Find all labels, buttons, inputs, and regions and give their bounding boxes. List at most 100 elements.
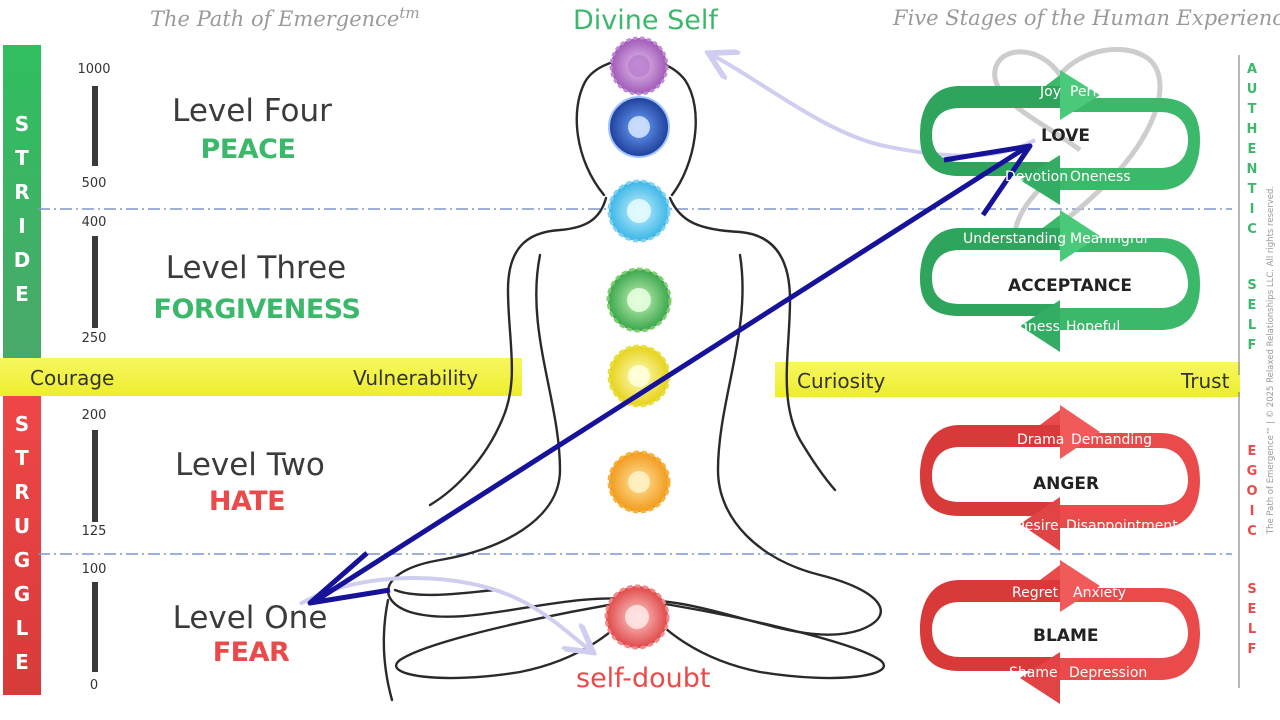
- authentic-letter: I: [1249, 202, 1255, 217]
- authentic-self-letters: S E L F: [1244, 276, 1260, 356]
- transformation-arrow: [317, 147, 1025, 601]
- anger-bottom-left-text: Desire: [1014, 518, 1059, 534]
- struggle-letter: U: [13, 514, 31, 538]
- love-top-left-text: Joy: [1040, 84, 1061, 100]
- blame-top-left-text: Regret: [1012, 585, 1059, 601]
- cycle-acceptance-shape: [920, 210, 1200, 352]
- scale-bar-level-two: [92, 430, 98, 522]
- trademark-mark: tm: [399, 4, 420, 22]
- yellow-bar-right: [775, 362, 1240, 397]
- self-doubt-label: self-doubt: [576, 663, 711, 694]
- egoic-letters: E G O I C: [1244, 442, 1260, 542]
- egoic-self-letters: S E L F: [1244, 580, 1260, 660]
- stride-letter: D: [13, 248, 31, 272]
- anger-bottom-right-text: Disappointment: [1066, 518, 1178, 534]
- struggle-letters: S T R U G G L E: [3, 412, 41, 684]
- level-three-name: Level Three: [165, 250, 347, 286]
- scale-top-level-one: 100: [81, 562, 107, 577]
- anger-top-right-text: Demanding: [1071, 432, 1153, 448]
- authentic-letter: E: [1247, 142, 1257, 157]
- acceptance-bottom-left-text: Willingness: [981, 319, 1060, 335]
- egoic-self-letter: E: [1247, 602, 1257, 617]
- blame-top-right-text: Anxiety: [1073, 585, 1127, 601]
- stride-letter: I: [18, 214, 26, 238]
- transformation-arrow-head-down: [307, 551, 391, 606]
- level-three-word: FORGIVENESS: [153, 294, 361, 325]
- acceptance-center-text: ACCEPTANCE: [1008, 276, 1132, 296]
- struggle-letter: T: [15, 446, 29, 470]
- heart-chakra-icon: [606, 267, 672, 333]
- scale-top-level-four: 1000: [77, 62, 111, 77]
- love-bottom-right-text: Oneness: [1070, 169, 1131, 185]
- stride-letter: T: [15, 146, 29, 170]
- scale-bar-level-four: [92, 86, 98, 166]
- blame-bottom-right-text: Depression: [1069, 665, 1148, 681]
- level-two-word: HATE: [208, 486, 286, 517]
- authentic-self-letter: S: [1247, 278, 1257, 293]
- egoic-letter: I: [1249, 504, 1255, 519]
- copyright-text: The Path of Emergence™ | © 2025 Relaxed …: [1266, 185, 1276, 535]
- throat-chakra-icon: [607, 179, 671, 243]
- right-header-title: Five Stages of the Human Experience: [893, 6, 1280, 30]
- divine-self-label: Divine Self: [573, 5, 718, 36]
- scale-bottom-level-two: 125: [81, 524, 107, 539]
- authentic-letter: T: [1247, 182, 1257, 197]
- authentic-letter: N: [1246, 162, 1258, 177]
- egoic-self-letter: L: [1247, 622, 1257, 637]
- blame-center-text: BLAME: [1033, 626, 1099, 646]
- stride-letter: R: [14, 180, 30, 204]
- stride-letter: S: [14, 112, 30, 136]
- level-four-word: PEACE: [200, 134, 296, 165]
- acceptance-top-right-text: Meaningful: [1070, 231, 1148, 247]
- scale-bottom-level-four: 500: [81, 176, 107, 191]
- struggle-letter: S: [14, 412, 30, 436]
- authentic-letter: A: [1246, 62, 1258, 77]
- struggle-letter: E: [15, 650, 29, 674]
- authentic-self-letter: L: [1247, 318, 1257, 333]
- anger-center-text: ANGER: [1033, 474, 1100, 494]
- scale-top-level-two: 200: [81, 408, 107, 423]
- scale-bottom-level-three: 250: [81, 331, 107, 346]
- authentic-letter: T: [1247, 102, 1257, 117]
- stride-letter: E: [15, 282, 29, 306]
- egoic-self-letter: S: [1247, 582, 1257, 597]
- courage-label: Courage: [30, 366, 115, 390]
- transformation-arrow-head-up: [943, 143, 1033, 217]
- anger-top-left-text: Drama: [1017, 432, 1065, 448]
- cycle-love-shape: [920, 70, 1200, 205]
- descend-curve-arrow: [299, 576, 590, 650]
- root-chakra-icon: [604, 584, 670, 650]
- love-top-right-text: Perfect: [1070, 84, 1120, 100]
- scale-bar-level-three: [92, 236, 98, 328]
- struggle-bar: [3, 395, 41, 695]
- love-center-text: LOVE: [1041, 126, 1090, 146]
- blame-bottom-left-text: Shame: [1009, 665, 1058, 681]
- cycle-anger-shape: [920, 405, 1200, 551]
- struggle-letter: G: [13, 582, 31, 606]
- egoic-letter: C: [1247, 524, 1257, 539]
- love-bottom-left-text: Devotion: [1005, 169, 1069, 185]
- scale-bottom-level-one: 0: [89, 678, 99, 693]
- vulnerability-label: Vulnerability: [353, 366, 479, 390]
- trust-label: Trust: [1181, 369, 1230, 393]
- level-four-name: Level Four: [172, 93, 332, 129]
- acceptance-top-left-text: Understanding: [963, 231, 1067, 247]
- level-one-name: Level One: [172, 600, 328, 636]
- egoic-letter: G: [1246, 464, 1258, 479]
- third-eye-chakra-icon: [608, 96, 670, 158]
- left-header-text: The Path of Emergence: [150, 7, 400, 31]
- authentic-self-letter: F: [1247, 338, 1257, 353]
- stride-bar: [3, 45, 41, 359]
- authentic-letter: H: [1246, 122, 1258, 137]
- cycle-blame-shape: [920, 560, 1200, 704]
- curiosity-label: Curiosity: [797, 369, 886, 393]
- yellow-bar-left: [0, 358, 522, 396]
- egoic-letter: O: [1246, 484, 1258, 499]
- acceptance-bottom-right-text: Hopeful: [1066, 319, 1121, 335]
- scale-top-level-three: 400: [81, 215, 107, 230]
- scale-bar-level-one: [92, 582, 98, 672]
- level-one-word: FEAR: [212, 637, 290, 668]
- struggle-letter: G: [13, 548, 31, 572]
